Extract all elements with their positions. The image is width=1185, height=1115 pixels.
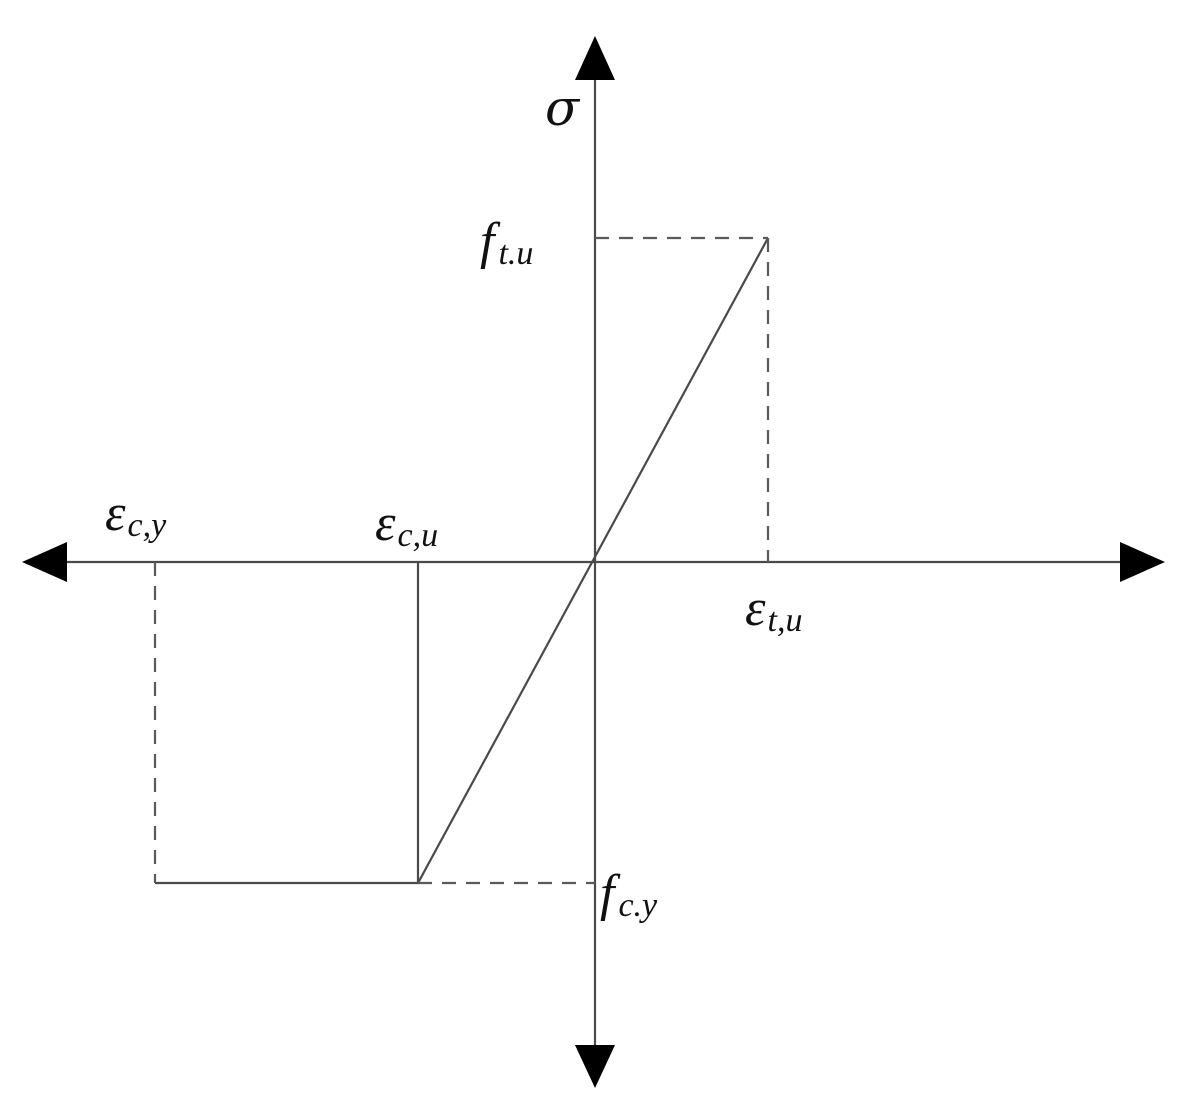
x-axis-right-arrow-icon bbox=[1120, 542, 1165, 582]
stress-strain-curve bbox=[155, 237, 769, 885]
compressive-ultimate-strain-label: εc,u bbox=[375, 495, 438, 554]
x-axis-left-arrow-icon bbox=[22, 542, 67, 582]
y-axis-down-arrow-icon bbox=[575, 1045, 615, 1088]
tensile-ultimate-strain-label: εt,u bbox=[745, 580, 802, 639]
y-axis-label: σ bbox=[545, 79, 581, 137]
compressive-yield-strain-label: εc,y bbox=[105, 485, 167, 544]
y-axis-up-arrow-icon bbox=[575, 36, 615, 80]
